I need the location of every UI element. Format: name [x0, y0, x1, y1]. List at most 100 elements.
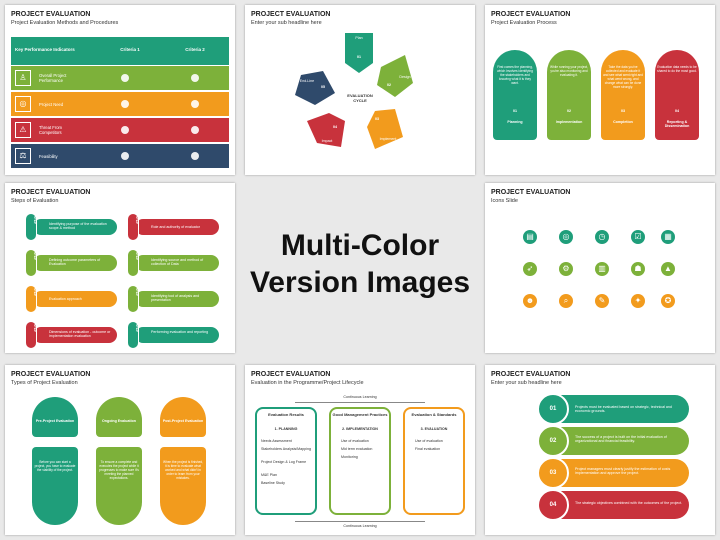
checklist-icon: ☑: [631, 230, 645, 244]
list-number-circle: [537, 393, 569, 425]
slide-title: PROJECT EVALUATION: [11, 11, 91, 18]
cycle-arrow-plan: [345, 33, 373, 73]
lifecycle-box: [255, 407, 317, 515]
step-bar: [33, 219, 117, 235]
step-label: Plan: [355, 36, 363, 40]
slide-steps[interactable]: PROJECT EVALUATION Steps of Evaluation I…: [5, 183, 235, 353]
rocket-icon: ➶: [523, 262, 537, 276]
cycle-arrow-endline: [295, 71, 335, 105]
step-number: 02: [387, 83, 391, 87]
clock-icon: ◷: [595, 230, 609, 244]
lifecycle-item: Stakeholders Analysis/Mapping: [261, 447, 311, 451]
cycle-arrow-design: [377, 55, 413, 97]
slide-subtitle: Evaluation in the Programme/Project Life…: [251, 380, 364, 386]
slide-types[interactable]: PROJECT EVALUATION Types of Project Eval…: [5, 365, 235, 535]
slide-title: PROJECT EVALUATION: [491, 371, 571, 378]
title-line-2: Version Images: [249, 265, 471, 299]
type-bottom-circle: [96, 447, 142, 525]
slide-title: PROJECT EVALUATION: [251, 11, 331, 18]
criteria-dot: [121, 126, 129, 134]
step-badge: [25, 249, 37, 277]
header-criteria-1: Criteria 1: [120, 47, 140, 52]
team-icon: ☗: [631, 262, 645, 276]
criteria-dot: [191, 152, 199, 160]
row-label: Threat From Competitors: [39, 125, 63, 136]
handshake-icon: ✦: [631, 294, 645, 308]
slide-subtitle: Enter your sub headline here: [491, 380, 562, 386]
lifecycle-item: Use of evaluation: [415, 439, 443, 443]
warning-icon: ⚠: [15, 122, 31, 138]
lifecycle-item: Needs Assessment: [261, 439, 292, 443]
process-text: Take the data you've collected and evalu…: [603, 65, 643, 89]
slide-evaluation-process[interactable]: PROJECT EVALUATION Project Evaluation Pr…: [485, 5, 715, 175]
step-number: 04: [333, 125, 337, 129]
list-number-circle: [537, 425, 569, 457]
slide-subtitle: Enter your sub headline here: [251, 20, 322, 26]
learning-arrow-top: [295, 402, 425, 403]
list-number-circle: [537, 489, 569, 521]
step-bar: [33, 255, 117, 271]
lifecycle-phase: 2. IMPLEMENTATION: [342, 427, 378, 431]
award-icon: ✪: [661, 294, 675, 308]
step-number: 03: [375, 117, 379, 121]
process-card: [601, 50, 645, 140]
step-label: Impact: [321, 139, 333, 143]
step-bar: [135, 219, 219, 235]
lifecycle-item: Monitoring: [341, 455, 358, 459]
slide-subtitle: Project Evaluation Methods and Procedure…: [11, 20, 119, 26]
process-card: [547, 50, 591, 140]
row-label: Feasibility: [39, 154, 58, 159]
step-word: STEP: [33, 252, 37, 260]
cycle-diagram: [295, 33, 413, 149]
lifecycle-item: Mid term evaluation: [341, 447, 373, 451]
target-icon: ◎: [559, 230, 573, 244]
continuous-learning-bottom: Continuous Learning: [343, 524, 377, 528]
process-label: Implementation: [555, 120, 583, 124]
slide-sub-headline[interactable]: PROJECT EVALUATION Enter your sub headli…: [485, 365, 715, 535]
slide-title: PROJECT EVALUATION: [11, 371, 91, 378]
header-criteria-2: Criteria 2: [185, 47, 205, 52]
process-text: While running your project, you're also …: [550, 65, 588, 77]
list-number: 03: [549, 470, 557, 476]
list-number: 02: [549, 438, 557, 444]
slide-subtitle: Project Evaluation Process: [491, 20, 557, 26]
type-text: When the project is finished, it is time…: [162, 460, 204, 480]
type-top-circle: [32, 397, 78, 437]
cycle-arrow-implement: [367, 109, 403, 149]
step-word: STEP: [135, 216, 139, 224]
type-top-circle: [96, 397, 142, 437]
process-card: [655, 50, 699, 140]
title-line-1: Multi-Color: [280, 229, 440, 262]
step-word: STEP: [135, 324, 139, 332]
type-label: Ongoing Evaluation: [102, 419, 136, 423]
list-number: 01: [549, 406, 557, 412]
lifecycle-item: Use of evaluation: [341, 439, 369, 443]
step-text: Defining outcome parameters of Evaluatio…: [49, 258, 101, 267]
type-text: To ensure a complete and executes the pr…: [99, 460, 139, 480]
process-number: 02: [567, 109, 571, 113]
step-word: STEP: [33, 288, 37, 296]
process-label: Planning: [507, 120, 523, 124]
cycle-arrow-impact: [307, 113, 345, 147]
header-kpi: Key Performance Indicators: [15, 47, 75, 52]
building-icon: ▥: [595, 262, 609, 276]
lifecycle-item: Project Design & Log Frame: [261, 460, 307, 464]
step-bar: [135, 255, 219, 271]
table-header: [11, 37, 229, 65]
process-text: Evaluation data needs to be shared to do…: [657, 65, 697, 73]
slide-lifecycle[interactable]: PROJECT EVALUATION Evaluation in the Pro…: [245, 365, 475, 535]
slide-methods-table[interactable]: PROJECT EVALUATION Project Evaluation Me…: [5, 5, 235, 175]
people-icon: ☻: [523, 294, 537, 308]
criteria-dot: [191, 126, 199, 134]
slide-evaluation-cycle[interactable]: PROJECT EVALUATION Enter your sub headli…: [245, 5, 475, 175]
step-text: Role and authority of evaluator: [151, 225, 200, 229]
lifecycle-item: Final evaluation: [415, 447, 441, 451]
slide-icons[interactable]: PROJECT EVALUATION Icons Slide ▤ ◎ ◷ ☑ ▦…: [485, 183, 715, 353]
step-bar: [135, 327, 219, 343]
step-bar: [33, 291, 117, 307]
step-text: Evaluation approach: [49, 297, 82, 301]
step-badge: [25, 285, 37, 313]
list-number-circle: [537, 457, 569, 489]
step-word: STEP: [33, 216, 37, 224]
step-word: STEP: [135, 288, 139, 296]
